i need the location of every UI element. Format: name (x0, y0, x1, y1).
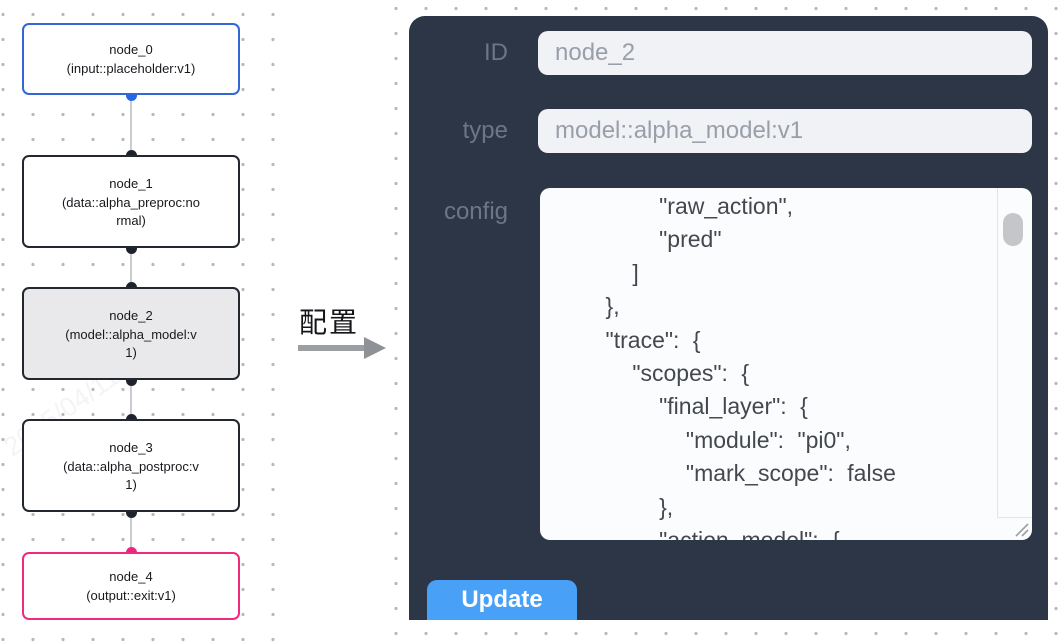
id-input[interactable] (538, 31, 1032, 75)
config-json-text[interactable]: "raw_action", "pred" ] }, "trace": { "sc… (605, 193, 896, 540)
node-type: (output::exit:v1) (86, 588, 176, 603)
configure-arrow-icon (298, 337, 386, 359)
configure-label: 配置 (299, 307, 360, 338)
scrollbar-corner-border (997, 517, 1032, 518)
type-input[interactable] (538, 109, 1032, 153)
id-label: ID (484, 39, 508, 66)
node-type: (data::alpha_postproc:v1) (63, 458, 199, 492)
node-node_2-selected[interactable]: node_2 (model::alpha_model:v1) (22, 287, 240, 380)
type-label: type (462, 117, 508, 144)
edge-node1-node2 (130, 248, 132, 287)
config-label: config (443, 198, 508, 225)
edge-node0-node1 (130, 95, 132, 155)
port-node3-output[interactable] (125, 506, 137, 518)
node-type: (input::placeholder:v1) (66, 61, 196, 76)
node-type: (model::alpha_model:v1) (65, 326, 197, 360)
node-name: node_1 (109, 175, 153, 191)
node-name: node_3 (109, 439, 153, 455)
node-type: (data::alpha_preproc:normal) (61, 194, 201, 228)
port-node0-output[interactable] (125, 89, 137, 101)
port-node2-output[interactable] (125, 374, 137, 386)
node-name: node_4 (109, 569, 153, 584)
node-node_4[interactable]: node_4 (output::exit:v1) (22, 552, 240, 620)
port-node1-output[interactable] (125, 242, 137, 254)
config-editor[interactable]: "raw_action", "pred" ] }, "trace": { "sc… (540, 188, 1032, 540)
node-name: node_2 (109, 307, 153, 323)
scrollbar-track-border (997, 188, 998, 518)
edge-node3-node4 (130, 512, 132, 552)
edge-node2-node3 (130, 380, 132, 419)
update-button[interactable]: Update (427, 580, 577, 620)
node-node_0[interactable]: node_0 (input::placeholder:v1) (22, 23, 240, 95)
node-name: node_0 (109, 42, 153, 57)
scrollbar-thumb[interactable] (1003, 213, 1023, 246)
resize-handle-icon[interactable] (1013, 521, 1029, 537)
config-panel: ID type config "raw_action", "pred" ] },… (409, 16, 1048, 620)
node-node_3[interactable]: node_3 (data::alpha_postproc:v1) (22, 419, 240, 512)
node-node_1[interactable]: node_1 (data::alpha_preproc:normal) (22, 155, 240, 248)
